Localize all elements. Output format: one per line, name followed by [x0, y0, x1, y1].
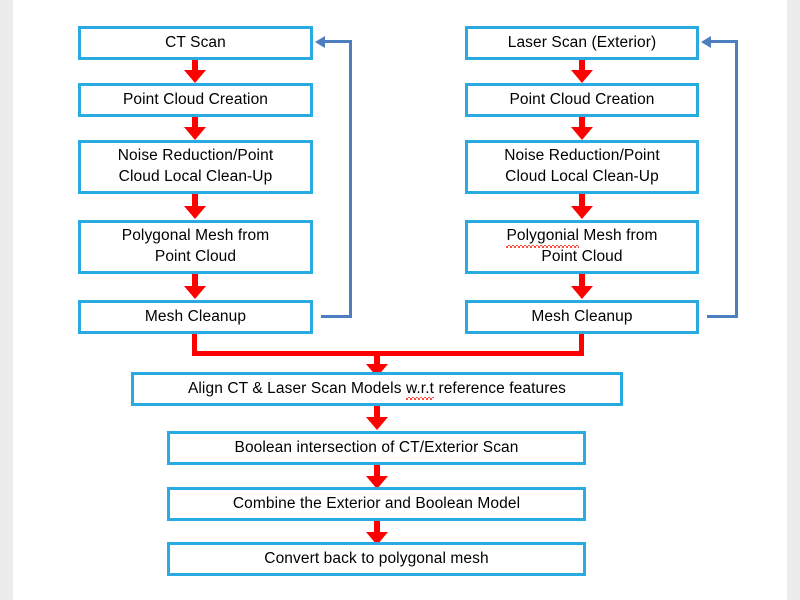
node-laser-scan[interactable]: Laser Scan (Exterior) — [465, 26, 699, 60]
node-label: Point Cloud Creation — [509, 90, 655, 108]
arrow-laser-point-cloud-to-noise — [571, 117, 593, 140]
node-label: Mesh Cleanup — [531, 307, 633, 325]
misspelled-word-wrt: w.r.t — [405, 379, 435, 401]
arrow-laser-mesh-to-cleanup — [571, 274, 593, 300]
merge-left-stem — [192, 334, 197, 356]
node-label: Boolean intersection of CT/Exterior Scan — [234, 438, 519, 456]
arrow-ct-scan-to-point-cloud — [184, 60, 206, 83]
arrow-laser-scan-to-point-cloud — [571, 60, 593, 83]
page-margin-left — [0, 0, 13, 600]
feedback-loop-ct-bottom — [321, 315, 352, 318]
feedback-loop-ct-arrowhead — [315, 35, 325, 48]
node-convert-back[interactable]: Convert back to polygonal mesh — [167, 542, 586, 576]
node-align-models[interactable]: Align CT & Laser Scan Models w.r.t refer… — [131, 372, 623, 406]
feedback-loop-laser-top — [711, 40, 738, 43]
node-laser-noise-reduction[interactable]: Noise Reduction/Point Cloud Local Clean-… — [465, 140, 699, 194]
feedback-loop-ct — [313, 30, 358, 325]
feedback-loop-laser-vertical — [735, 40, 738, 318]
arrow-boolean-to-combine — [366, 465, 388, 490]
arrow-laser-noise-to-mesh — [571, 194, 593, 220]
feedback-loop-ct-top — [325, 40, 352, 43]
node-ct-mesh-cleanup[interactable]: Mesh Cleanup — [78, 300, 313, 334]
arrow-combine-to-convert — [366, 521, 388, 546]
feedback-loop-ct-vertical — [349, 40, 352, 318]
node-laser-point-cloud-creation[interactable]: Point Cloud Creation — [465, 83, 699, 117]
node-label: Polygonial Mesh from Point Cloud — [500, 226, 663, 268]
node-label: CT Scan — [165, 33, 226, 51]
merge-crossbar — [192, 351, 584, 356]
misspelled-word-polygonial: Polygonial — [506, 226, 579, 248]
node-label: Noise Reduction/Point Cloud Local Clean-… — [117, 147, 274, 185]
arrow-ct-noise-to-mesh — [184, 194, 206, 220]
feedback-loop-laser-bottom — [707, 315, 738, 318]
node-ct-point-cloud-creation[interactable]: Point Cloud Creation — [78, 83, 313, 117]
node-laser-polygonial-mesh[interactable]: Polygonial Mesh from Point Cloud — [465, 220, 699, 274]
node-label-suffix: reference features — [434, 379, 567, 397]
node-label-prefix: Align CT & Laser Scan Models — [187, 379, 406, 397]
page-margin-right — [787, 0, 800, 600]
node-laser-mesh-cleanup[interactable]: Mesh Cleanup — [465, 300, 699, 334]
arrow-ct-mesh-to-cleanup — [184, 274, 206, 300]
node-label-rest: Mesh from Point Cloud — [541, 227, 658, 265]
node-label: Mesh Cleanup — [144, 307, 247, 325]
node-ct-noise-reduction[interactable]: Noise Reduction/Point Cloud Local Clean-… — [78, 140, 313, 194]
node-label: Laser Scan (Exterior) — [507, 33, 657, 51]
feedback-loop-laser-arrowhead — [701, 35, 711, 48]
node-ct-polygonal-mesh[interactable]: Polygonal Mesh from Point Cloud — [78, 220, 313, 274]
node-combine-models[interactable]: Combine the Exterior and Boolean Model — [167, 487, 586, 521]
node-label: Noise Reduction/Point Cloud Local Clean-… — [504, 147, 660, 185]
node-label: Combine the Exterior and Boolean Model — [232, 494, 521, 512]
merge-right-stem — [579, 334, 584, 356]
node-ct-scan[interactable]: CT Scan — [78, 26, 313, 60]
feedback-loop-laser — [699, 30, 744, 325]
node-boolean-intersection[interactable]: Boolean intersection of CT/Exterior Scan — [167, 431, 586, 465]
node-label: Align CT & Laser Scan Models w.r.t refer… — [182, 379, 572, 401]
node-label: Point Cloud Creation — [122, 90, 269, 108]
arrow-align-to-boolean — [366, 406, 388, 431]
node-label: Convert back to polygonal mesh — [264, 549, 489, 567]
arrow-ct-point-cloud-to-noise — [184, 117, 206, 140]
node-label: Polygonal Mesh from Point Cloud — [121, 227, 270, 265]
